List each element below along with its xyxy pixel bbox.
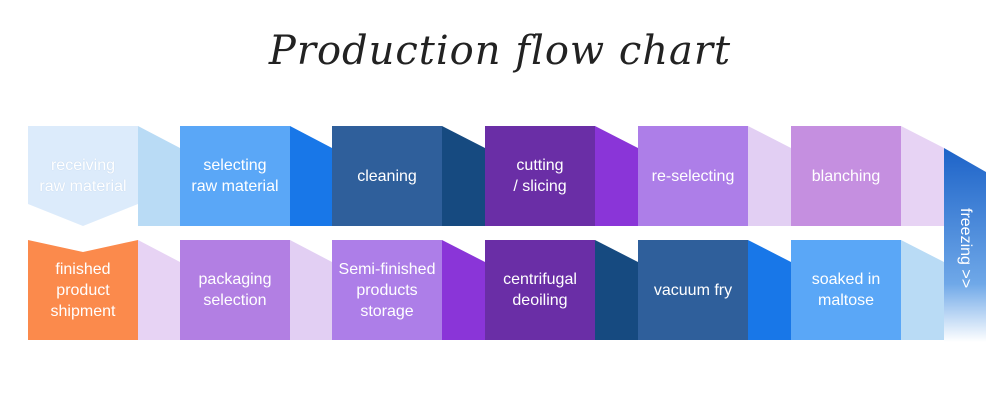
step-finished-product-shipment: finished product shipment [28, 240, 138, 340]
bottom-connector-2 [442, 240, 485, 340]
bottom-connector-freezing [901, 240, 944, 340]
step-semi-finished-products-storage: Semi-finished products storage [332, 240, 442, 340]
step-selecting-raw-material: selecting raw material [180, 126, 290, 226]
step-blanching: blanching [791, 126, 901, 226]
step-cleaning: cleaning [332, 126, 442, 226]
bottom-connector-0 [138, 240, 180, 340]
step-packaging-selection: packaging selection [180, 240, 290, 340]
step-freezing: freezing >> [944, 150, 986, 340]
step-soaked-in-maltose: soaked in maltose [791, 240, 901, 340]
bottom-connector-3 [595, 240, 638, 340]
chart-title: Production flow chart [268, 28, 732, 74]
top-connector-1 [290, 126, 332, 226]
top-connector-2 [442, 126, 485, 226]
freezing-label: freezing >> [957, 208, 974, 289]
step-centrifugal-deoiling: centrifugal deoiling [485, 240, 595, 340]
step-cutting-slicing: cutting / slicing [485, 126, 595, 226]
top-connector-0 [138, 126, 180, 226]
bottom-connector-1 [290, 240, 332, 340]
step-re-selecting: re-selecting [638, 126, 748, 226]
top-connector-3 [595, 126, 638, 226]
top-connector-4 [748, 126, 791, 226]
step-receiving-raw-material: receiving raw material [28, 126, 138, 226]
step-vacuum-fry: vacuum fry [638, 240, 748, 340]
top-connector-5 [901, 126, 944, 226]
bottom-connector-4 [748, 240, 791, 340]
